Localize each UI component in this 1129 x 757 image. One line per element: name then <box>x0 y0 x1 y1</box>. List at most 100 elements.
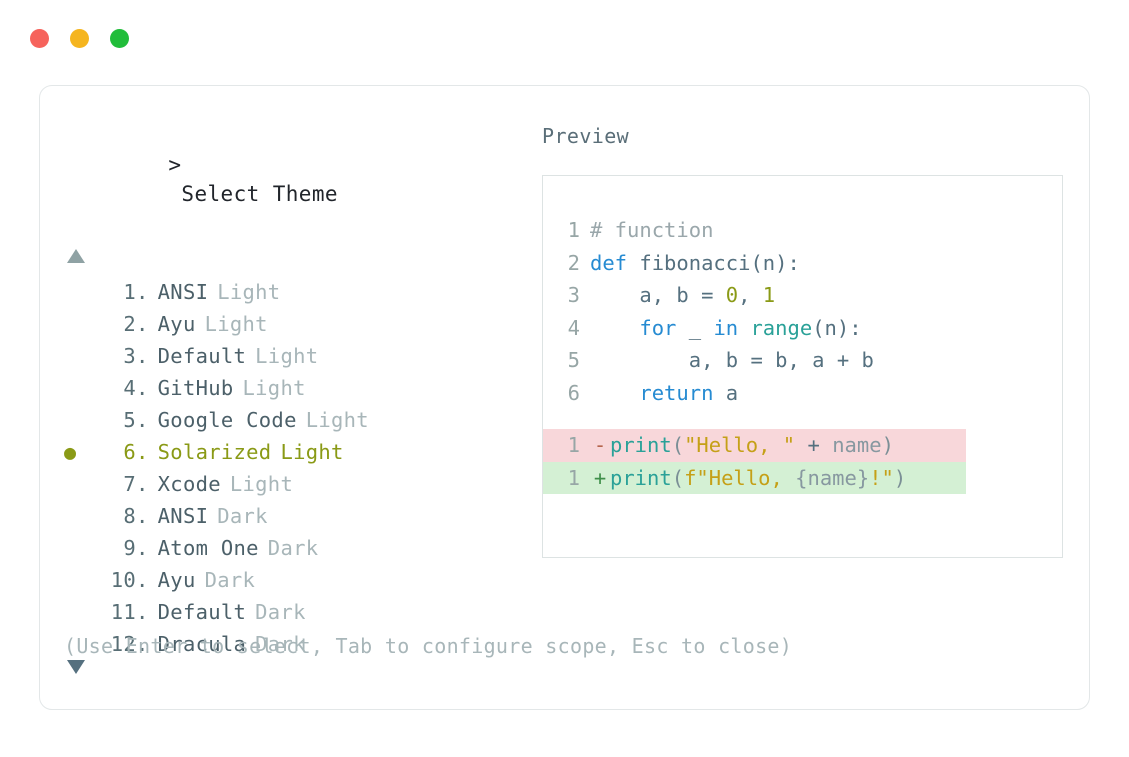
code-token: + <box>795 433 833 457</box>
selected-marker-icon: ● <box>64 596 88 628</box>
theme-item-variant: Light <box>217 280 281 304</box>
selected-marker-icon: ● <box>64 532 88 564</box>
code-token: ) <box>893 465 907 490</box>
theme-item-number: 6 <box>123 440 136 464</box>
code-token: 1 <box>762 283 776 307</box>
diff-minus-icon: - <box>593 433 607 457</box>
theme-item-separator: . <box>136 600 149 624</box>
code-token: fibonacci(n): <box>627 250 800 275</box>
code-spacer <box>543 409 1062 429</box>
theme-item-name: Default <box>157 344 247 368</box>
diff-plus-icon: + <box>593 465 607 490</box>
minimize-icon[interactable] <box>70 28 89 48</box>
theme-item-separator: . <box>136 280 149 304</box>
scroll-up-icon[interactable] <box>67 249 85 263</box>
theme-item-number: 7 <box>123 472 136 496</box>
theme-item-number: 3 <box>123 344 136 368</box>
preview-label: Preview <box>542 124 630 148</box>
theme-item-separator: . <box>136 632 149 656</box>
diff-preview: 1-print("Hello, " + name)1+print(f"Hello… <box>543 429 1062 494</box>
selected-marker-icon: ● <box>64 372 88 404</box>
code-line: 1# function <box>543 214 1062 247</box>
code-token: print <box>610 433 672 457</box>
theme-item-separator: . <box>136 568 149 592</box>
theme-item-name: GitHub <box>157 376 234 400</box>
scroll-down-icon[interactable] <box>67 660 85 674</box>
theme-item-name: Default <box>157 600 247 624</box>
code-line: 4 for _ in range(n): <box>543 312 1062 345</box>
code-token: for <box>639 315 677 340</box>
theme-list-item[interactable]: ● 4. GitHub Light <box>64 372 534 404</box>
code-line: 3 a, b = 0, 1 <box>543 279 1062 312</box>
theme-item-separator: . <box>136 536 149 560</box>
code-line-number: 3 <box>567 283 580 307</box>
code-token: (n): <box>812 315 862 340</box>
theme-item-name: Ayu <box>157 312 196 336</box>
theme-item-number: 8 <box>123 504 136 528</box>
theme-item-number: 9 <box>123 536 136 560</box>
code-token: , <box>738 283 763 307</box>
theme-item-separator: . <box>136 504 149 528</box>
code-line: 5 a, b = b, a + b <box>543 344 1062 377</box>
theme-list-item[interactable]: ● 8. ANSI Dark <box>64 500 534 532</box>
theme-item-separator: . <box>136 440 149 464</box>
theme-item-variant: Light <box>280 440 344 464</box>
theme-item-variant: Dark <box>255 632 306 656</box>
code-token: 0 <box>725 283 739 307</box>
theme-item-variant: Dark <box>267 536 319 560</box>
theme-item-number: 4 <box>123 376 136 400</box>
close-icon[interactable] <box>30 28 49 48</box>
theme-item-variant: Light <box>242 376 306 400</box>
code-token: f"Hello, <box>684 465 796 490</box>
theme-item-separator: . <box>136 376 149 400</box>
code-token: a <box>713 380 739 405</box>
theme-item-variant: Dark <box>217 504 268 528</box>
theme-item-separator: . <box>136 344 149 368</box>
selected-marker-icon: ● <box>64 468 88 500</box>
theme-item-variant: Light <box>229 472 294 496</box>
theme-item-name: ANSI <box>157 280 209 304</box>
maximize-icon[interactable] <box>110 28 129 48</box>
selected-marker-icon: ● <box>64 308 88 340</box>
theme-item-number: 5 <box>123 408 136 432</box>
diff-line-removed: 1-print("Hello, " + name) <box>543 429 966 462</box>
theme-item-variant: Light <box>305 408 369 432</box>
prompt-caret-icon: > <box>168 153 182 177</box>
code-token: a, b = <box>590 283 726 307</box>
theme-item-number: 10 <box>110 568 136 592</box>
code-line: 6 return a <box>543 377 1062 410</box>
theme-item-name: Ayu <box>157 568 196 592</box>
code-token: # function <box>590 218 714 242</box>
page-title: > Select Theme <box>64 122 534 238</box>
theme-item-number: 2 <box>123 312 136 336</box>
code-token: print <box>610 465 672 490</box>
theme-item-number: 11 <box>110 600 136 624</box>
selected-marker-icon: ● <box>64 500 88 532</box>
theme-item-name: Xcode <box>157 472 221 496</box>
theme-item-name: Google Code <box>157 408 297 432</box>
code-line-number: 4 <box>567 315 580 340</box>
code-token: def <box>590 250 628 275</box>
theme-item-name: ANSI <box>157 504 209 528</box>
code-token: in <box>713 315 739 340</box>
code-token: ( <box>671 465 685 490</box>
theme-item-variant: Light <box>204 312 268 336</box>
code-token <box>590 377 639 410</box>
selected-marker-icon: ● <box>64 340 88 372</box>
theme-list: ●1.ANSILight●2.AyuLight●3.DefaultLight●4… <box>64 276 534 660</box>
keyboard-hint: (Use Enter to select, Tab to configure s… <box>64 634 793 658</box>
diff-line-added: 1+print(f"Hello, {name}!") <box>543 461 966 494</box>
code-token: a, b = b, a + b <box>590 348 874 372</box>
code-token <box>738 312 750 345</box>
